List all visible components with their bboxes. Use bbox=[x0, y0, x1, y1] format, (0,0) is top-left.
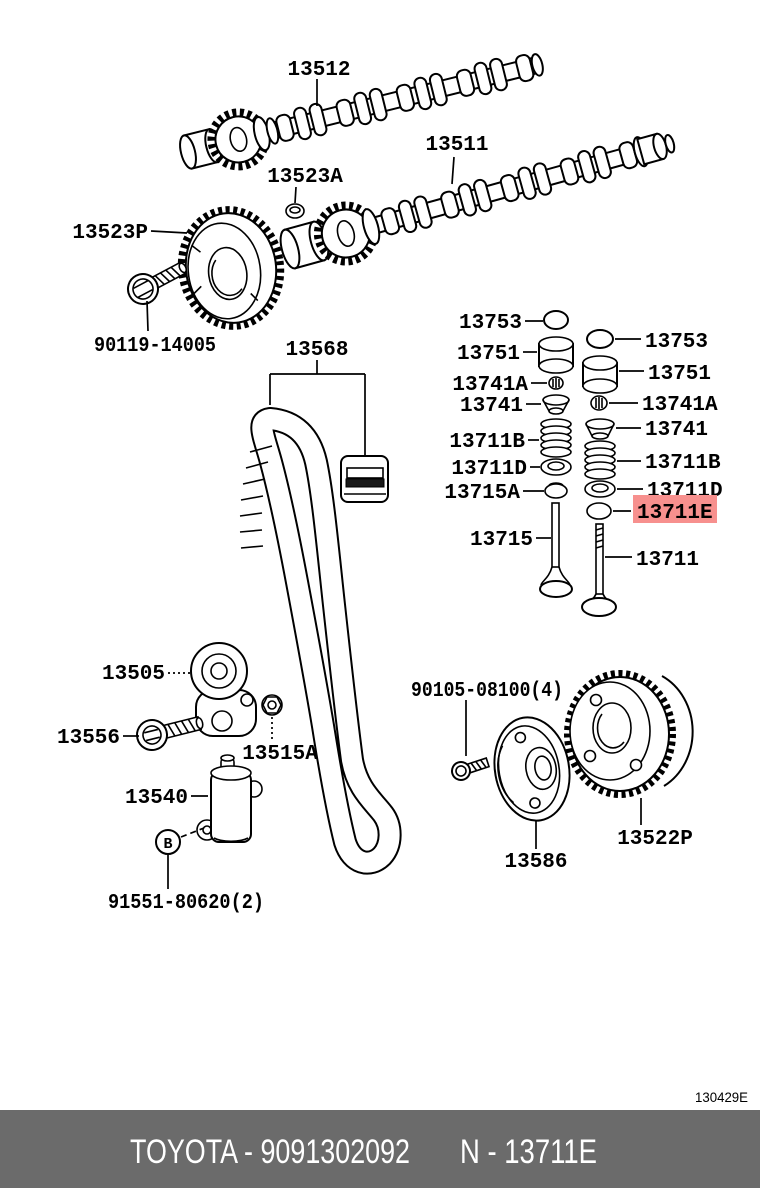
nut-13515a-drawing bbox=[261, 694, 283, 716]
valve-13711-drawing bbox=[581, 523, 617, 617]
retainer-13741-right bbox=[585, 418, 615, 440]
part-labels: 13512 13511 13523A 13523P 90119-14005 13… bbox=[57, 59, 723, 915]
retainer-13741-left bbox=[542, 394, 570, 415]
spring-13711b-left bbox=[540, 418, 572, 458]
doc-code: 130429E bbox=[695, 1089, 748, 1105]
camshaft-13511-drawing bbox=[279, 132, 676, 270]
label-13715: 13715 bbox=[470, 529, 533, 552]
bolt-90105-drawing bbox=[451, 757, 491, 781]
label-13515a: 13515A bbox=[242, 743, 318, 766]
label-13741-left: 13741 bbox=[460, 395, 523, 418]
label-13711d-left: 13711D bbox=[451, 458, 527, 481]
tensioner-13540-drawing bbox=[196, 754, 263, 843]
footer-background bbox=[0, 1110, 760, 1188]
label-13741-right: 13741 bbox=[645, 419, 708, 442]
valve-parts-right-column bbox=[581, 329, 618, 617]
label-13586: 13586 bbox=[504, 851, 567, 874]
highlighted-label-13711e: 13711E bbox=[633, 495, 717, 525]
bolt-marker-b-letter: B bbox=[163, 836, 172, 853]
camshaft-13512-drawing bbox=[179, 53, 544, 171]
label-13523a: 13523A bbox=[267, 166, 343, 189]
seal-13711e-drawing bbox=[586, 502, 612, 520]
label-13751-left: 13751 bbox=[457, 343, 520, 366]
label-91551: 91551-80620(2) bbox=[108, 892, 264, 915]
seat-13741a-left bbox=[548, 376, 564, 390]
bolt-marker-b: B bbox=[155, 827, 205, 889]
label-13711b-right: 13711B bbox=[645, 452, 721, 475]
label-13505: 13505 bbox=[102, 663, 165, 686]
label-13711b-left: 13711B bbox=[449, 431, 525, 454]
label-13711e: 13711E bbox=[637, 502, 713, 525]
seat-13711d-right bbox=[584, 480, 616, 498]
cam-pulley-13523p-drawing bbox=[177, 206, 285, 330]
spring-13711b-right bbox=[584, 440, 616, 480]
label-13715a: 13715A bbox=[444, 482, 520, 505]
label-13741a-left: 13741A bbox=[452, 374, 528, 397]
seat-13741a-right bbox=[590, 395, 608, 411]
footer-bar: TOYOTA - 9091302092 N - 13711E bbox=[0, 1110, 760, 1188]
label-90119: 90119-14005 bbox=[94, 335, 216, 358]
label-13751-right: 13751 bbox=[648, 363, 711, 386]
idler-pulley-13505-drawing bbox=[190, 642, 257, 737]
bolt-90119-drawing bbox=[127, 261, 188, 305]
label-13523p: 13523P bbox=[72, 222, 148, 245]
valve-13715-drawing bbox=[539, 502, 573, 598]
lifter-13751-left bbox=[538, 336, 574, 374]
label-13711: 13711 bbox=[636, 549, 699, 572]
label-13512: 13512 bbox=[287, 59, 350, 82]
belt-plate-drawing bbox=[340, 455, 389, 503]
label-13568: 13568 bbox=[285, 339, 348, 362]
label-13540: 13540 bbox=[125, 787, 188, 810]
label-13741a-right: 13741A bbox=[642, 394, 718, 417]
footer-reference-number: N - 13711E bbox=[460, 1133, 597, 1171]
belt-teeth-hatching bbox=[239, 445, 273, 549]
footer-brand-part-number: TOYOTA - 9091302092 bbox=[130, 1133, 410, 1171]
lifter-13751-right bbox=[582, 355, 618, 394]
label-13753-left: 13753 bbox=[459, 312, 522, 335]
seal-13715a-left bbox=[544, 482, 568, 499]
label-90105: 90105-08100(4) bbox=[411, 680, 563, 703]
nut-13523a-drawing bbox=[285, 203, 305, 219]
label-13511: 13511 bbox=[425, 134, 488, 157]
seat-13711d-left bbox=[540, 458, 572, 476]
label-13753-right: 13753 bbox=[645, 331, 708, 354]
valve-parts-left-column bbox=[538, 310, 574, 598]
crank-pulley-13586-drawing bbox=[493, 716, 571, 822]
timing-belt-drawing bbox=[239, 407, 402, 875]
bolt-13556-drawing bbox=[136, 715, 204, 751]
label-13556: 13556 bbox=[57, 727, 120, 750]
crank-gear-13522p-drawing bbox=[564, 670, 694, 798]
label-13711e-highlight bbox=[633, 495, 717, 523]
leader-lines bbox=[123, 79, 644, 849]
label-13522p: 13522P bbox=[617, 828, 693, 851]
